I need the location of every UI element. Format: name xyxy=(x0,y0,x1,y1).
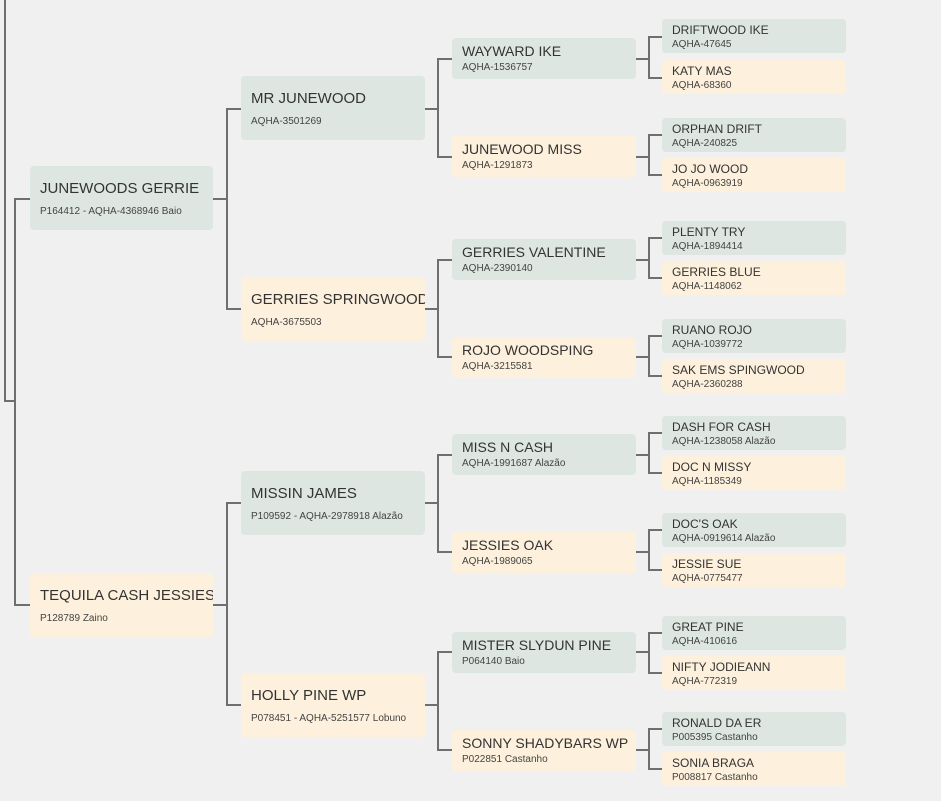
horse-name: JESSIES OAK xyxy=(462,537,554,553)
horse-registration: AQHA-410616 xyxy=(672,636,738,647)
horse-card-dam[interactable]: TEQUILA CASH JESSIES P128789 Zaino xyxy=(30,573,213,637)
horse-name: RUANO ROJO xyxy=(672,323,753,337)
horse-name: WAYWARD IKE xyxy=(462,43,562,59)
horse-registration: P109592 - AQHA-2978918 Alazão xyxy=(251,511,403,522)
horse-name: SONNY SHADYBARS WP xyxy=(462,735,629,751)
horse-card-sire-sire-dam-sire[interactable]: ORPHAN DRIFT AQHA-240825 xyxy=(662,118,846,152)
horse-card-dam-dam-dam[interactable]: SONNY SHADYBARS WP P022851 Castanho xyxy=(452,730,636,771)
horse-card-sire-sire-sire-sire[interactable]: DRIFTWOOD IKE AQHA-47645 xyxy=(662,19,846,53)
horse-name: MR JUNEWOOD xyxy=(251,90,366,107)
horse-name: MISTER SLYDUN PINE xyxy=(462,637,612,653)
horse-name: DRIFTWOOD IKE xyxy=(672,23,769,37)
horse-name: NIFTY JODIEANN xyxy=(672,660,771,674)
horse-name: JUNEWOOD MISS xyxy=(462,141,582,157)
horse-card-sire-dam-sire[interactable]: GERRIES VALENTINE AQHA-2390140 xyxy=(452,239,636,280)
horse-registration: AQHA-240825 xyxy=(672,138,738,149)
horse-registration: P064140 Baio xyxy=(462,656,525,667)
horse-registration: P128789 Zaino xyxy=(40,613,108,624)
horse-card-sire-sire-dam[interactable]: JUNEWOOD MISS AQHA-1291873 xyxy=(452,136,636,177)
horse-name: HOLLY PINE WP xyxy=(251,687,367,704)
horse-card-sire-dam-sire-sire[interactable]: PLENTY TRY AQHA-1894414 xyxy=(662,221,846,255)
horse-registration: AQHA-2360288 xyxy=(672,379,743,390)
horse-name: DOC N MISSY xyxy=(672,460,752,474)
horse-card-dam-dam-sire-sire[interactable]: GREAT PINE AQHA-410616 xyxy=(662,616,846,650)
horse-name: ORPHAN DRIFT xyxy=(672,122,762,136)
horse-name: GREAT PINE xyxy=(672,620,744,634)
horse-card-sire-dam[interactable]: GERRIES SPRINGWOOD AQHA-3675503 xyxy=(241,277,425,341)
horse-registration: AQHA-3675503 xyxy=(251,317,322,328)
horse-name: JESSIE SUE xyxy=(672,557,742,571)
horse-registration: AQHA-1291873 xyxy=(462,160,533,171)
horse-card-sire-sire[interactable]: MR JUNEWOOD AQHA-3501269 xyxy=(241,76,425,140)
horse-card-dam-sire[interactable]: MISSIN JAMES P109592 - AQHA-2978918 Alaz… xyxy=(241,471,425,535)
horse-card-sire-dam-dam-sire[interactable]: RUANO ROJO AQHA-1039772 xyxy=(662,319,846,353)
horse-registration: AQHA-3215581 xyxy=(462,361,533,372)
horse-registration: AQHA-0963919 xyxy=(672,178,743,189)
horse-registration: AQHA-1238058 Alazão xyxy=(672,436,776,447)
horse-card-sire-sire-dam-dam[interactable]: JO JO WOOD AQHA-0963919 xyxy=(662,158,846,192)
horse-name: KATY MAS xyxy=(672,64,732,78)
horse-card-sire-dam-sire-dam[interactable]: GERRIES BLUE AQHA-1148062 xyxy=(662,261,846,295)
horse-registration: P005395 Castanho xyxy=(672,732,758,743)
horse-registration: P164412 - AQHA-4368946 Baio xyxy=(40,206,182,217)
horse-registration: AQHA-0919614 Alazão xyxy=(672,533,776,544)
horse-card-dam-dam-sire[interactable]: MISTER SLYDUN PINE P064140 Baio xyxy=(452,632,636,673)
horse-card-sire-dam-dam-dam[interactable]: SAK EMS SPINGWOOD AQHA-2360288 xyxy=(662,359,846,393)
horse-registration: P078451 - AQHA-5251577 Lobuno xyxy=(251,713,407,724)
horse-name: SONIA BRAGA xyxy=(672,756,755,770)
horse-registration: AQHA-0775477 xyxy=(672,573,743,584)
horse-card-dam-sire-sire-dam[interactable]: DOC N MISSY AQHA-1185349 xyxy=(662,456,846,490)
horse-registration: AQHA-1989065 xyxy=(462,556,533,567)
horse-card-dam-dam-dam-sire[interactable]: RONALD DA ER P005395 Castanho xyxy=(662,712,846,746)
horse-card-dam-sire-dam-dam[interactable]: JESSIE SUE AQHA-0775477 xyxy=(662,553,846,587)
horse-card-sire-dam-dam[interactable]: ROJO WOODSPING AQHA-3215581 xyxy=(452,337,636,378)
horse-name: GERRIES SPRINGWOOD xyxy=(251,291,425,308)
horse-name: GERRIES BLUE xyxy=(672,265,761,279)
horse-registration: AQHA-1991687 Alazão xyxy=(462,458,566,469)
horse-name: JO JO WOOD xyxy=(672,162,748,176)
horse-name: MISSIN JAMES xyxy=(251,485,357,502)
horse-registration: AQHA-1185349 xyxy=(672,476,742,487)
horse-card-dam-dam-dam-dam[interactable]: SONIA BRAGA P008817 Castanho xyxy=(662,752,846,786)
horse-card-sire[interactable]: JUNEWOODS GERRIE P164412 - AQHA-4368946 … xyxy=(30,166,213,230)
horse-registration: AQHA-68360 xyxy=(672,80,732,91)
horse-name: RONALD DA ER xyxy=(672,716,762,730)
horse-name: SAK EMS SPINGWOOD xyxy=(672,363,805,377)
horse-registration: AQHA-3501269 xyxy=(251,116,322,127)
horse-name: PLENTY TRY xyxy=(672,225,746,239)
horse-name: JUNEWOODS GERRIE xyxy=(40,180,200,197)
horse-card-dam-sire-sire[interactable]: MISS N CASH AQHA-1991687 Alazão xyxy=(452,434,636,475)
horse-registration: AQHA-1039772 xyxy=(672,339,743,350)
horse-card-dam-dam-sire-dam[interactable]: NIFTY JODIEANN AQHA-772319 xyxy=(662,656,846,690)
horse-registration: AQHA-1148062 xyxy=(672,281,742,292)
horse-card-dam-sire-dam-sire[interactable]: DOC'S OAK AQHA-0919614 Alazão xyxy=(662,513,846,547)
horse-registration: P022851 Castanho xyxy=(462,754,548,765)
horse-card-dam-sire-dam[interactable]: JESSIES OAK AQHA-1989065 xyxy=(452,532,636,573)
horse-card-dam-sire-sire-sire[interactable]: DASH FOR CASH AQHA-1238058 Alazão xyxy=(662,416,846,450)
horse-card-sire-sire-sire-dam[interactable]: KATY MAS AQHA-68360 xyxy=(662,60,846,94)
horse-card-sire-sire-sire[interactable]: WAYWARD IKE AQHA-1536757 xyxy=(452,38,636,79)
horse-registration: P008817 Castanho xyxy=(672,772,758,783)
horse-name: GERRIES VALENTINE xyxy=(462,244,606,260)
horse-card-dam-dam[interactable]: HOLLY PINE WP P078451 - AQHA-5251577 Lob… xyxy=(241,673,425,737)
horse-name: MISS N CASH xyxy=(462,439,554,455)
horse-registration: AQHA-1894414 xyxy=(672,241,743,252)
horse-registration: AQHA-2390140 xyxy=(462,263,533,274)
horse-registration: AQHA-1536757 xyxy=(462,62,533,73)
horse-name: TEQUILA CASH JESSIES xyxy=(40,587,213,604)
horse-registration: AQHA-772319 xyxy=(672,676,738,687)
horse-name: DASH FOR CASH xyxy=(672,420,771,434)
horse-name: DOC'S OAK xyxy=(672,517,738,531)
horse-registration: AQHA-47645 xyxy=(672,39,732,50)
horse-name: ROJO WOODSPING xyxy=(462,342,594,358)
